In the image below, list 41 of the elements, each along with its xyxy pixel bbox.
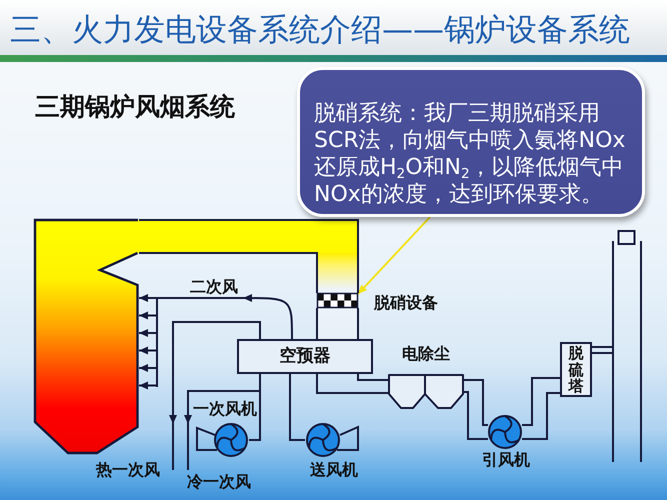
- flow-line: [169, 321, 261, 470]
- flow-line: [592, 352, 612, 354]
- catalyst-block: [317, 293, 358, 308]
- boiler-furnace: [34, 219, 139, 455]
- flow-line: [139, 312, 156, 320]
- edge-label: 二次风: [190, 278, 238, 295]
- fan-icon: [196, 422, 249, 458]
- tower-box: 脱硫塔: [560, 342, 592, 397]
- flow-line: [139, 346, 156, 354]
- chimney-stack: [612, 230, 643, 463]
- section-heading: 三期锅炉风烟系统: [35, 92, 235, 122]
- callout-box: 脱硝系统：我厂三期脱硝采用SCR法，向烟气中喷入氨将NOx还原成H$_{2}$O和N$_{2}$，以降低烟气中NOx的浓度，达到环保要求。: [297, 67, 645, 217]
- leader-arrow: [357, 216, 431, 295]
- duct-wall: [139, 252, 318, 293]
- edge-label: 热一次风: [96, 461, 160, 478]
- flow-line: [184, 390, 261, 470]
- flow-line: [316, 374, 388, 394]
- flow-line: [139, 382, 156, 390]
- fan-icon: [305, 422, 359, 458]
- flow-line: [289, 374, 305, 441]
- flow-line: [522, 392, 560, 440]
- flow-line: [592, 346, 612, 348]
- equipment-label: 一次风机: [193, 400, 257, 417]
- equipment-label: 送风机: [310, 461, 358, 478]
- duct-wall: [316, 308, 318, 339]
- slide-title: 三、火力发电设备系统介绍——锅炉设备系统: [10, 12, 630, 48]
- duct-wall: [139, 219, 359, 293]
- edge-label: 冷一次风: [187, 473, 251, 490]
- process-box: 空预器: [237, 339, 373, 374]
- equipment-label: 脱硝设备: [374, 294, 438, 311]
- flow-line: [139, 294, 293, 339]
- flow-line: [139, 364, 156, 372]
- equipment-label: 引风机: [482, 451, 530, 468]
- flow-line: [464, 391, 488, 440]
- flow-line: [522, 377, 560, 426]
- fan-icon: [488, 415, 522, 449]
- flow-line: [464, 379, 488, 426]
- equipment-label: 电除尘: [402, 345, 450, 362]
- duct-wall: [357, 308, 359, 339]
- flow-line: [139, 329, 156, 337]
- flow-line: [357, 374, 388, 381]
